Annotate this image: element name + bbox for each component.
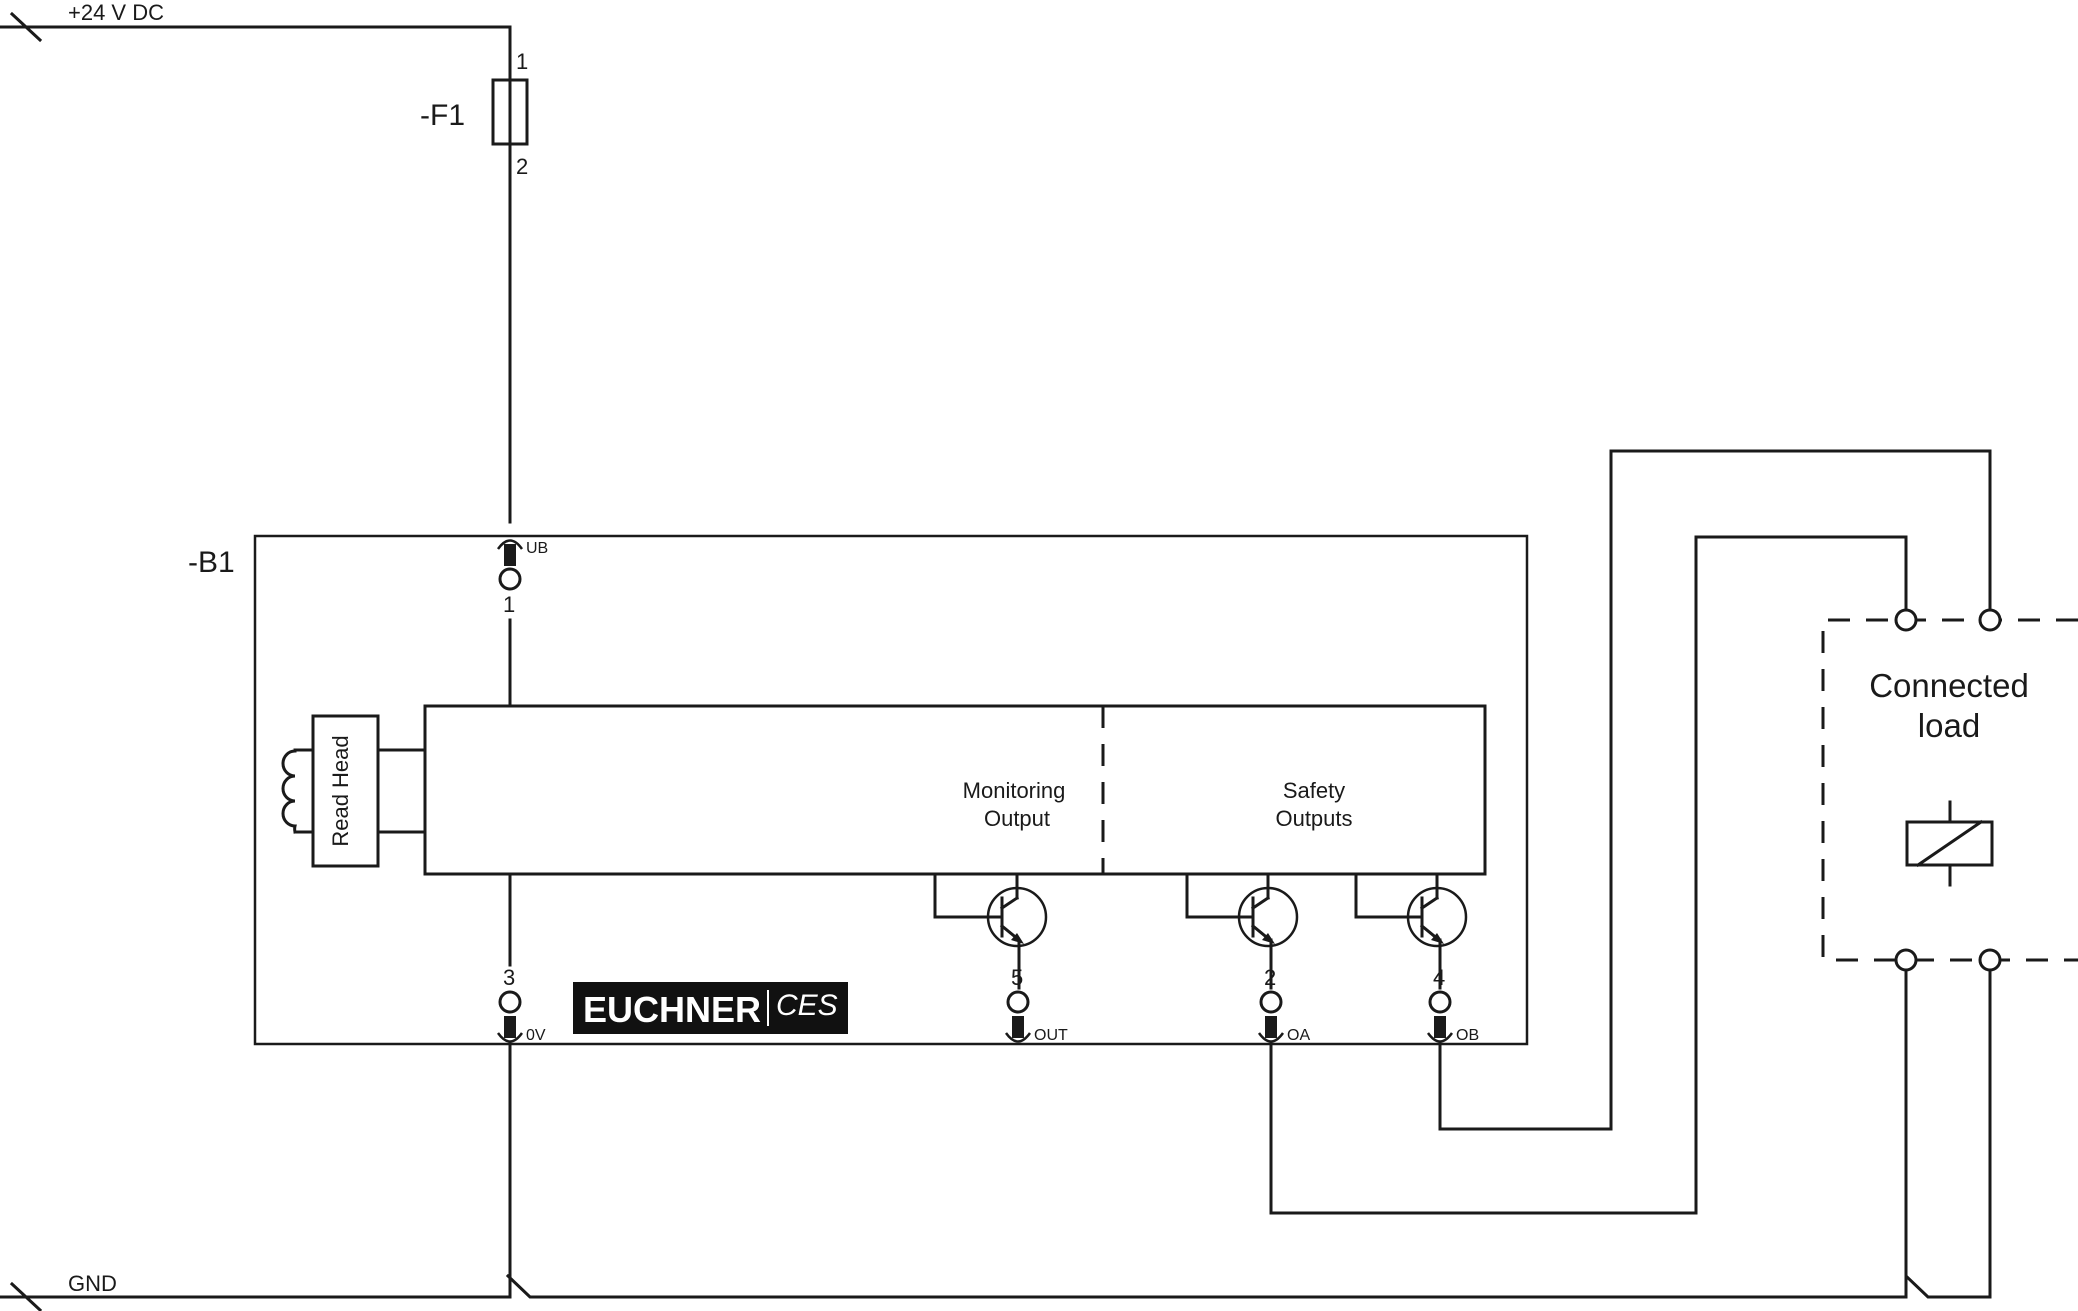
- terminal-ub-name: UB: [526, 540, 548, 557]
- terminal-0v-number: 3: [503, 965, 515, 990]
- connected-load: [1821, 608, 2078, 1278]
- terminal-0v: [496, 872, 524, 1299]
- terminal-oa-name: OA: [1287, 1027, 1310, 1044]
- positive-rail: [0, 11, 512, 43]
- transistor-oa: [1185, 872, 1299, 1043]
- logo-brand: EUCHNER: [583, 989, 761, 1030]
- positive-rail-label: +24 V DC: [68, 0, 164, 25]
- load-label-line1: Connected: [1869, 667, 2029, 704]
- safety-label-line1: Safety: [1283, 778, 1345, 803]
- monitoring-label-line1: Monitoring: [963, 778, 1066, 803]
- logo-product: CES: [776, 989, 838, 1022]
- euchner-ces-logo: EUCHNER CES: [573, 982, 848, 1034]
- terminal-ob-number: 4: [1433, 965, 1445, 990]
- terminal-ub-number: 1: [503, 592, 515, 617]
- device-designation: -B1: [188, 546, 235, 579]
- safety-label-line2: Outputs: [1275, 806, 1352, 831]
- terminal-oa-number: 2: [1264, 965, 1276, 990]
- fuse-f1: [491, 25, 529, 524]
- logic-block: [423, 704, 1487, 876]
- ground-rail-label: GND: [68, 1271, 117, 1296]
- load-label-line2: load: [1918, 707, 1980, 744]
- wire-ob-to-load: [1438, 449, 1992, 1131]
- terminal-ub: [496, 539, 524, 708]
- terminal-ob-name: OB: [1456, 1027, 1479, 1044]
- transistor-out: [933, 872, 1048, 1043]
- fuse-designation: -F1: [420, 99, 465, 132]
- fuse-pin-2: 2: [516, 154, 528, 179]
- read-head-label: Read Head: [328, 735, 353, 846]
- terminal-0v-name: 0V: [526, 1027, 546, 1044]
- terminal-out-number: 5: [1011, 965, 1023, 990]
- monitoring-label-line2: Output: [984, 806, 1050, 831]
- device-b1-enclosure: [253, 534, 1529, 1046]
- transistor-ob: [1354, 872, 1468, 1043]
- fuse-pin-1: 1: [516, 49, 528, 74]
- terminal-out-name: OUT: [1034, 1027, 1068, 1044]
- relay-coil-icon: [1905, 800, 1994, 887]
- ground-rail: [0, 960, 1992, 1311]
- read-head: [281, 714, 427, 868]
- wire-oa-to-load: [1269, 535, 1908, 1215]
